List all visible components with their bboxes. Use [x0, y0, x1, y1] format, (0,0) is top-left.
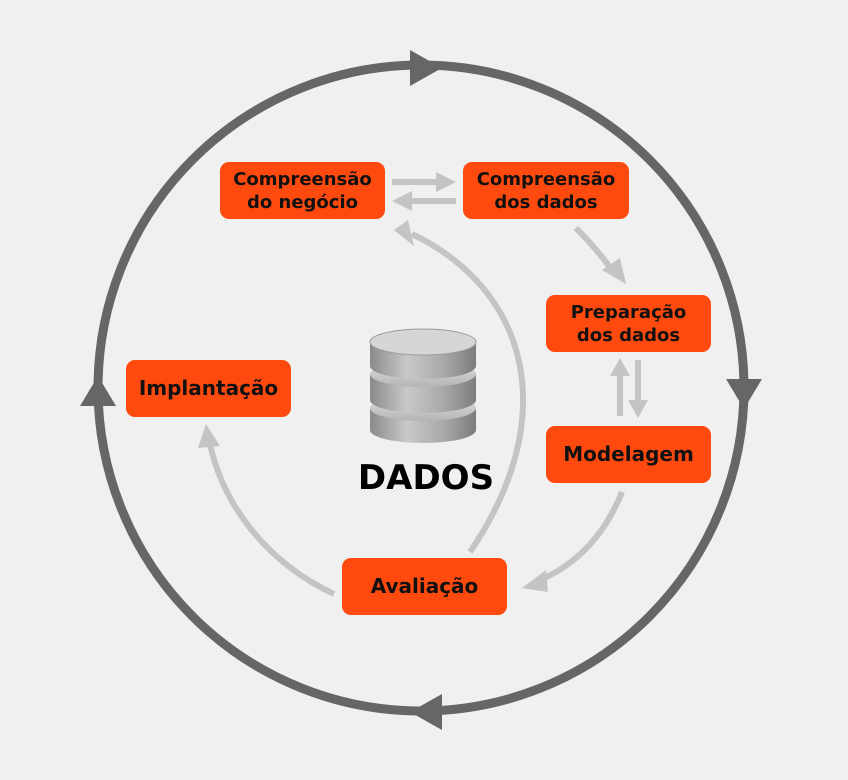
phase-data-preparation: Preparação dos dados	[546, 295, 711, 352]
phase-deployment: Implantação	[126, 360, 291, 417]
arrow-data-to-business-head-icon	[392, 191, 412, 211]
outer-arrow-bottom-icon	[410, 694, 442, 730]
arrow-eval-to-deploy-head-icon	[198, 424, 220, 448]
arrow-data-to-prep-head-icon	[602, 258, 626, 284]
arrow-data-to-prep-shaft	[573, 225, 615, 272]
phase-evaluation: Avaliação	[342, 558, 507, 615]
arrow-eval-to-business-head-icon	[394, 220, 414, 246]
arrow-model-to-eval-head-icon	[522, 570, 548, 592]
arrow-model-to-prep-head-icon	[610, 358, 630, 376]
arrow-prep-to-model-head-icon	[628, 400, 648, 418]
arrow-eval-to-business-shaft	[410, 231, 526, 554]
phase-business-understanding: Compreensão do negócio	[220, 162, 385, 219]
outer-arrow-top-icon	[410, 50, 442, 86]
outer-arrow-right-icon	[726, 379, 762, 409]
arrow-business-to-data-head-icon	[436, 172, 456, 192]
arrow-model-to-eval-shaft	[538, 490, 625, 583]
phase-modeling: Modelagem	[546, 426, 711, 483]
database-icon	[369, 328, 477, 443]
phase-data-understanding: Compreensão dos dados	[463, 162, 629, 219]
outer-arrow-left-icon	[80, 376, 116, 406]
arrow-eval-to-deploy-shaft	[207, 443, 336, 597]
center-data-label: DADOS	[357, 458, 495, 498]
